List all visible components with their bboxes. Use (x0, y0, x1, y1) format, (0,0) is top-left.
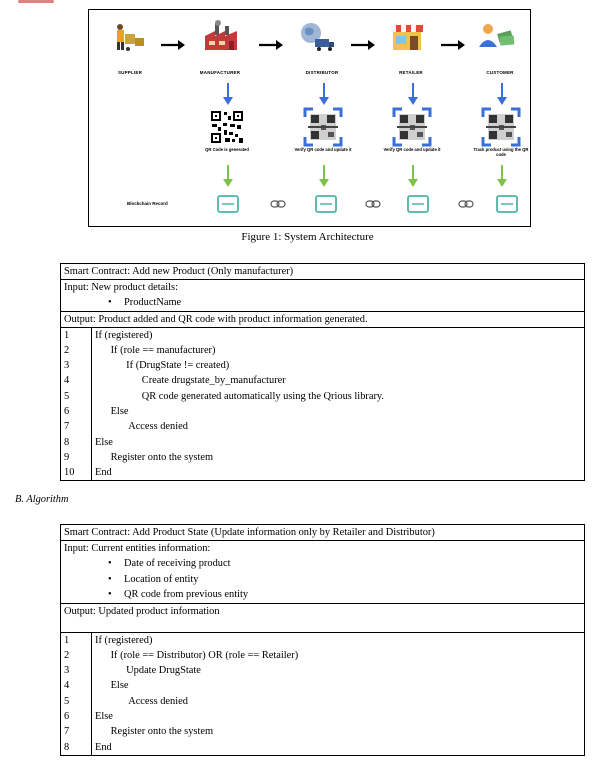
code-line: Access denied (95, 695, 188, 707)
line-number: 5 (64, 390, 70, 402)
line-number: 1 (64, 329, 70, 341)
input-label: Input: Current entities information: (64, 543, 211, 554)
algorithm-table-add-product-state: Smart Contract: Add Product State (Updat… (60, 524, 585, 756)
chain-link-icon (458, 200, 474, 208)
code-line: Create drugstate_by_manufacturer (95, 375, 286, 387)
pseudocode: If (registered) If (role == manufacturer… (91, 326, 585, 482)
code-line: If (DrugState != created) (95, 360, 230, 372)
input-label: Input: New product details: (64, 282, 178, 293)
system-architecture-figure: SUPPLIER MANUFACTURER DISTRIBUTOR RETAIL… (88, 9, 531, 227)
qr-scan-icon (303, 107, 343, 147)
line-number: 1 (64, 634, 70, 646)
down-arrow-icon (223, 165, 233, 187)
block-icon (496, 195, 518, 213)
qr-scan-icon (392, 107, 432, 147)
code-line: Else (95, 436, 113, 448)
line-number: 9 (64, 451, 70, 463)
line-number: 4 (64, 680, 70, 692)
blockchain-label: Blockchain Record (127, 201, 168, 206)
line-number: 2 (64, 649, 70, 661)
algorithm-output: Output: Updated product information (60, 602, 585, 633)
section-heading: B. Algorithm (15, 494, 69, 505)
line-number: 7 (64, 726, 70, 738)
input-item: Location of entity (64, 572, 581, 588)
line-number: 4 (64, 375, 70, 387)
line-number: 6 (64, 405, 70, 417)
qr-scan-icon (481, 107, 521, 147)
chain-link-icon (270, 200, 286, 208)
qr-caption: Verify QR code and update it (383, 147, 441, 152)
flow-arrow-icon (161, 40, 185, 50)
algorithm-table-add-product: Smart Contract: Add new Product (Only ma… (60, 263, 585, 482)
stage-label-distributor: DISTRIBUTOR (305, 70, 339, 75)
code-line: End (95, 467, 112, 479)
line-number: 7 (64, 421, 70, 433)
algorithm-input: Input: Current entities information: Dat… (60, 540, 585, 604)
shop-icon (391, 25, 423, 50)
line-number: 3 (64, 665, 70, 677)
algorithm-title: Smart Contract: Add Product State (Updat… (60, 524, 585, 541)
qr-caption: QR Code is generated (205, 147, 249, 152)
code-line: Else (95, 710, 113, 722)
figure-caption: Figure 1: System Architecture (241, 231, 374, 243)
code-line: Update DrugState (95, 665, 201, 677)
qr-code-icon (210, 110, 244, 144)
down-arrow-icon (223, 83, 233, 105)
code-line: If (role == manufacturer) (95, 344, 216, 356)
stage-label-supplier: SUPPLIER (117, 70, 143, 75)
down-arrow-icon (319, 165, 329, 187)
code-line: Register onto the system (95, 726, 214, 738)
qr-caption: Track product using the QR code (473, 147, 529, 157)
block-icon (315, 195, 337, 213)
input-item: Date of receiving product (64, 556, 581, 572)
code-line: QR code generated automatically using th… (95, 390, 385, 402)
down-arrow-icon (408, 165, 418, 187)
algorithm-title: Smart Contract: Add new Product (Only ma… (60, 263, 585, 280)
line-number: 3 (64, 360, 70, 372)
input-item: QR code from previous entity (64, 587, 581, 603)
line-number: 10 (64, 467, 75, 479)
line-number: 2 (64, 344, 70, 356)
code-line: Else (95, 680, 129, 692)
code-line: End (95, 741, 112, 753)
down-arrow-icon (497, 165, 507, 187)
code-line: If (registered) (95, 634, 153, 646)
code-line: If (role == Distributor) OR (role == Ret… (95, 649, 299, 661)
flow-arrow-icon (351, 40, 375, 50)
line-number: 5 (64, 695, 70, 707)
chain-link-icon (365, 200, 381, 208)
code-line: Else (95, 405, 129, 417)
down-arrow-icon (497, 83, 507, 105)
block-icon (407, 195, 429, 213)
pseudocode: If (registered) If (role == Distributor)… (91, 631, 585, 756)
flow-arrow-icon (441, 40, 465, 50)
line-numbers: 1 2 3 4 5 6 7 8 (60, 631, 92, 756)
stage-label-retailer: RETAILER (399, 70, 423, 75)
qr-caption: Verify QR code and update it (294, 147, 352, 152)
stage-label-manufacturer: MANUFACTURER (199, 70, 241, 75)
algorithm-input: Input: New product details: ProductName (60, 279, 585, 312)
block-icon (217, 195, 239, 213)
top-edge-mark (18, 0, 54, 3)
code-line: Access denied (95, 421, 188, 433)
supplier-icon (117, 24, 144, 51)
line-number: 8 (64, 741, 70, 753)
line-numbers: 1 2 3 4 5 6 7 8 9 10 (60, 326, 92, 482)
down-arrow-icon (319, 83, 329, 105)
code-line: If (registered) (95, 329, 153, 341)
globe-truck-icon (301, 23, 334, 51)
customer-icon (479, 24, 515, 47)
input-item: ProductName (64, 295, 581, 311)
line-number: 8 (64, 436, 70, 448)
line-number: 6 (64, 710, 70, 722)
factory-icon (205, 20, 237, 50)
algorithm-output: Output: Product added and QR code with p… (60, 310, 585, 328)
stage-label-customer: CUSTOMER (486, 70, 514, 75)
down-arrow-icon (408, 83, 418, 105)
code-line: Register onto the system (95, 451, 214, 463)
flow-arrow-icon (259, 40, 283, 50)
